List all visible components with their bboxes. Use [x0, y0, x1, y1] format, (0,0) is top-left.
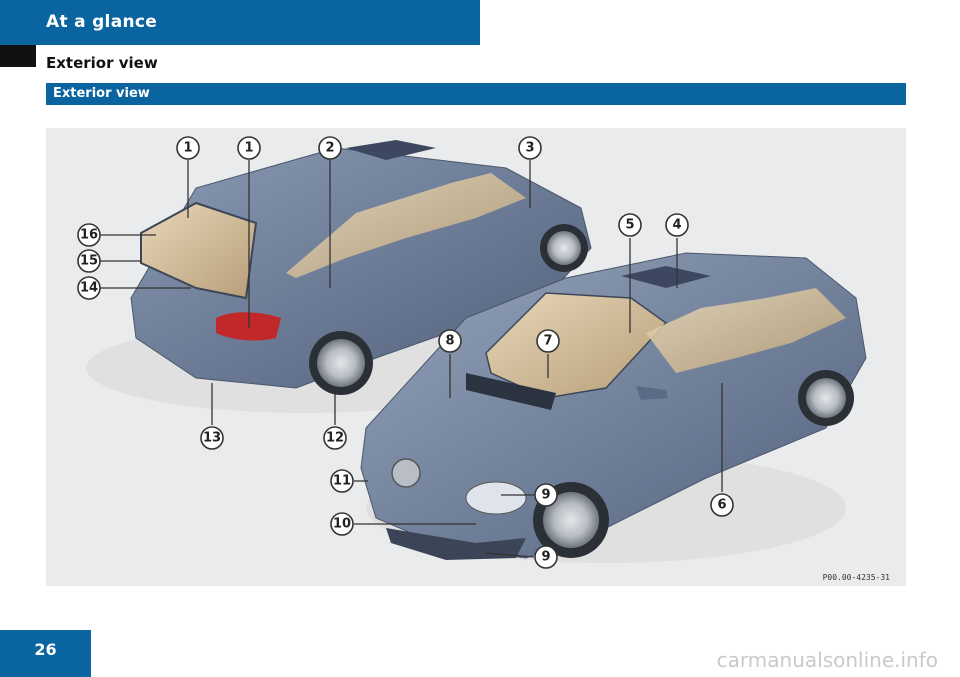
callout-12: 12 [323, 426, 347, 450]
callout-1a: 1 [176, 136, 200, 160]
chapter-tab: At a glance [0, 0, 480, 45]
callout-13: 13 [200, 426, 224, 450]
callout-label: 5 [625, 218, 634, 233]
callout-label: 9 [541, 488, 550, 503]
callout-4: 4 [665, 213, 689, 237]
callout-label: 11 [333, 474, 351, 489]
callout-label: 15 [80, 254, 98, 269]
callout-label: 12 [326, 431, 344, 446]
callout-2: 2 [318, 136, 342, 160]
callout-6: 6 [710, 493, 734, 517]
callout-label: 10 [333, 517, 351, 532]
callout-15: 15 [77, 249, 101, 273]
callout-label: 4 [672, 218, 681, 233]
callout-9a: 9 [534, 483, 558, 507]
front-car [360, 252, 867, 563]
callout-label: 1 [183, 141, 192, 156]
callout-label: 7 [543, 334, 552, 349]
callout-label: 3 [525, 141, 534, 156]
callout-label: 1 [244, 141, 253, 156]
callout-14: 14 [77, 276, 101, 300]
chapter-title: At a glance [46, 12, 158, 32]
section-title: Exterior view [46, 54, 158, 72]
callout-label: 14 [80, 281, 98, 296]
callout-label: 13 [203, 431, 221, 446]
watermark: carmanualsonline.info [716, 648, 938, 672]
callout-8: 8 [438, 329, 462, 353]
callout-10: 10 [330, 512, 354, 536]
callout-label: 6 [717, 498, 726, 513]
exterior-figure: 1 1 2 3 16 15 14 13 12 5 4 8 7 11 10 9 9… [46, 128, 906, 586]
callout-label: 8 [445, 334, 454, 349]
callout-16: 16 [77, 223, 101, 247]
callout-7: 7 [536, 329, 560, 353]
figure-title-bar: Exterior view [46, 83, 906, 105]
callout-label: 2 [325, 141, 334, 156]
figure-reference: P00.00-4235-31 [822, 573, 890, 582]
car-illustration: 1 1 2 3 16 15 14 13 12 5 4 8 7 11 10 9 9… [77, 136, 867, 569]
callout-label: 16 [80, 228, 98, 243]
page-number-box: 26 [0, 630, 91, 677]
figure-title: Exterior view [53, 86, 150, 101]
callout-3: 3 [518, 136, 542, 160]
callout-11: 11 [330, 469, 354, 493]
page-number: 26 [34, 640, 57, 659]
leader-lines [100, 160, 723, 558]
section-marker [0, 45, 36, 67]
callout-label: 9 [541, 550, 550, 565]
callout-5: 5 [618, 213, 642, 237]
callout-1b: 1 [237, 136, 261, 160]
callout-9b: 9 [534, 545, 558, 569]
rear-car [86, 140, 592, 413]
